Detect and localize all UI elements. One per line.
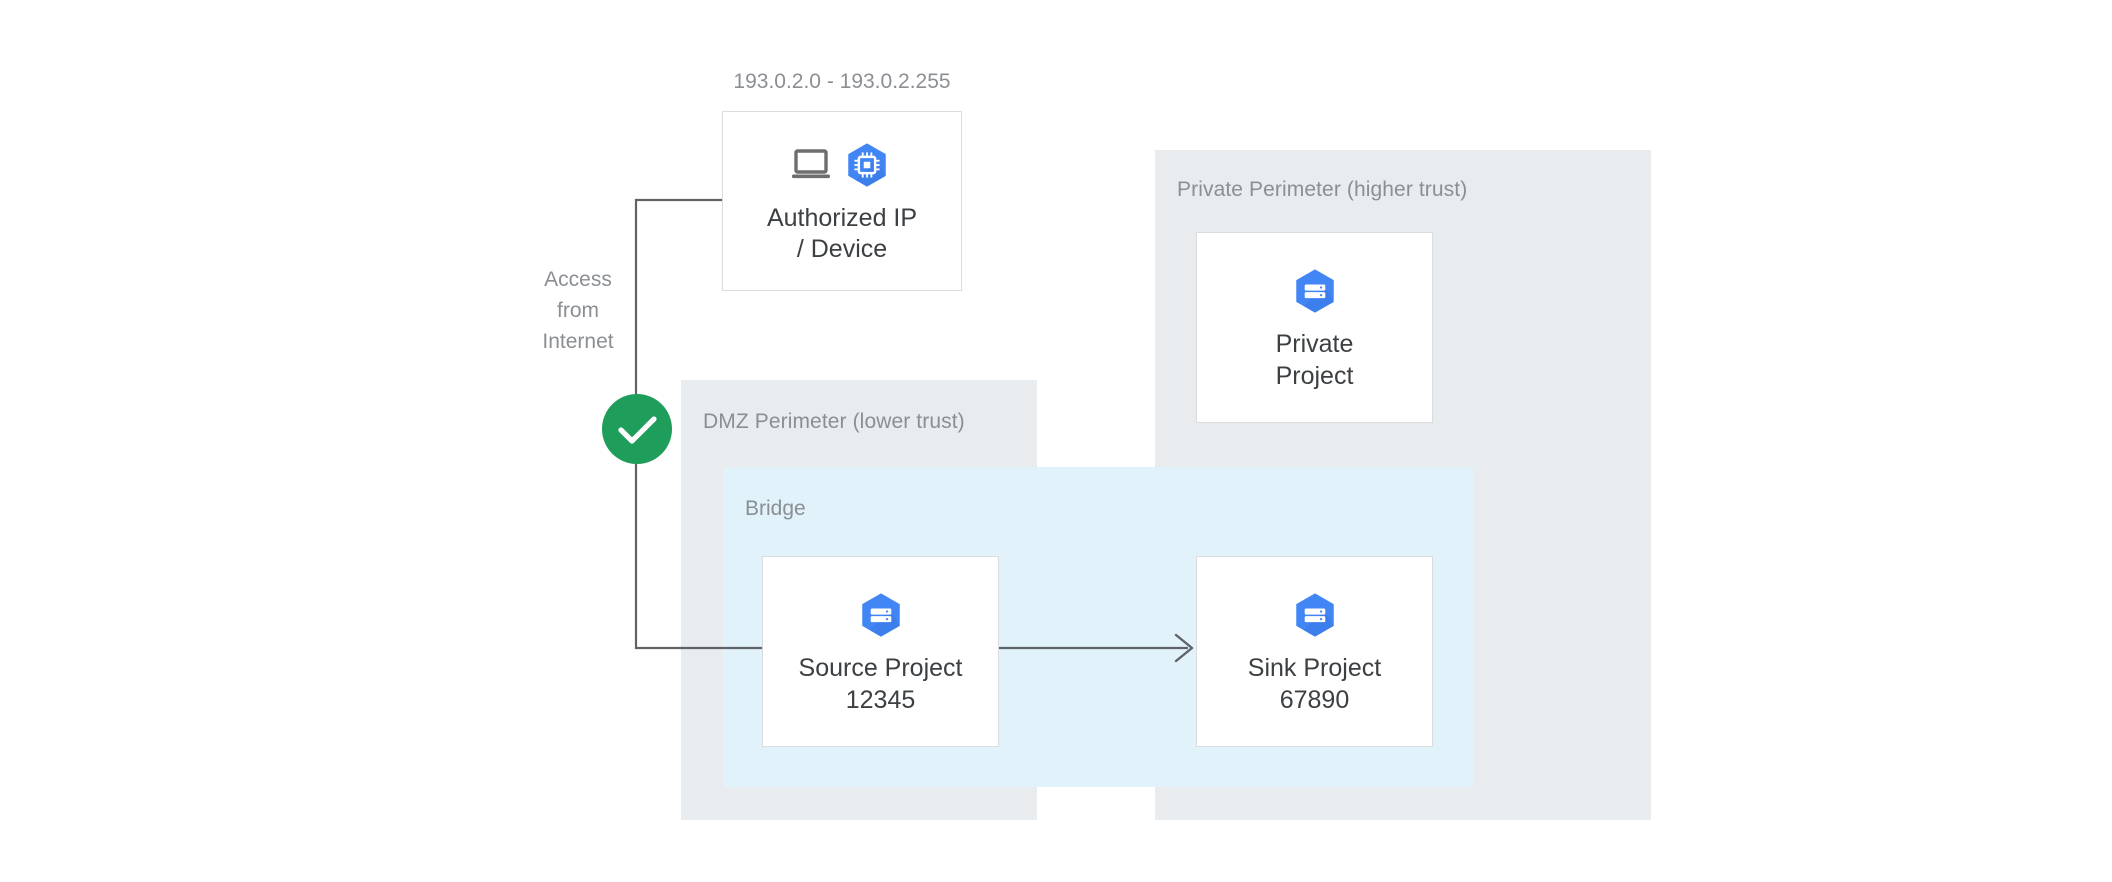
node-icon-row <box>1289 587 1341 643</box>
node-source-project-label: Source Project 12345 <box>798 654 963 714</box>
badge-circle <box>602 394 672 464</box>
perimeter-dmz-label: DMZ Perimeter (lower trust) <box>703 410 965 433</box>
compute-engine-icon <box>848 142 886 187</box>
node-sink-project[interactable]: Sink Project 67890 <box>1196 556 1433 747</box>
node-private-project[interactable]: Private Project <box>1196 232 1433 423</box>
project-icon <box>1295 269 1334 313</box>
project-icon <box>1295 593 1334 637</box>
ip-range-label: 193.0.2.0 - 193.0.2.255 <box>733 70 951 93</box>
node-sink-project-label: Sink Project 67890 <box>1247 654 1382 714</box>
project-icon <box>861 593 900 637</box>
allow-check-badge <box>602 394 672 464</box>
perimeter-private-label: Private Perimeter (higher trust) <box>1177 178 1468 201</box>
laptop-icon <box>792 148 830 178</box>
node-source-project[interactable]: Source Project 12345 <box>762 556 999 747</box>
check-icon <box>618 416 657 444</box>
node-icon-row <box>791 137 893 193</box>
node-authorized-ip-device-label: Authorized IP / Device <box>766 203 918 264</box>
node-icon-row <box>1289 263 1341 319</box>
node-private-project-label: Private Project <box>1275 330 1354 390</box>
bridge-label: Bridge <box>745 497 806 520</box>
node-icon-row <box>855 587 907 643</box>
node-authorized-ip-device[interactable]: Authorized IP / Device <box>722 111 962 291</box>
access-from-internet-label: Access from Internet <box>542 268 614 353</box>
